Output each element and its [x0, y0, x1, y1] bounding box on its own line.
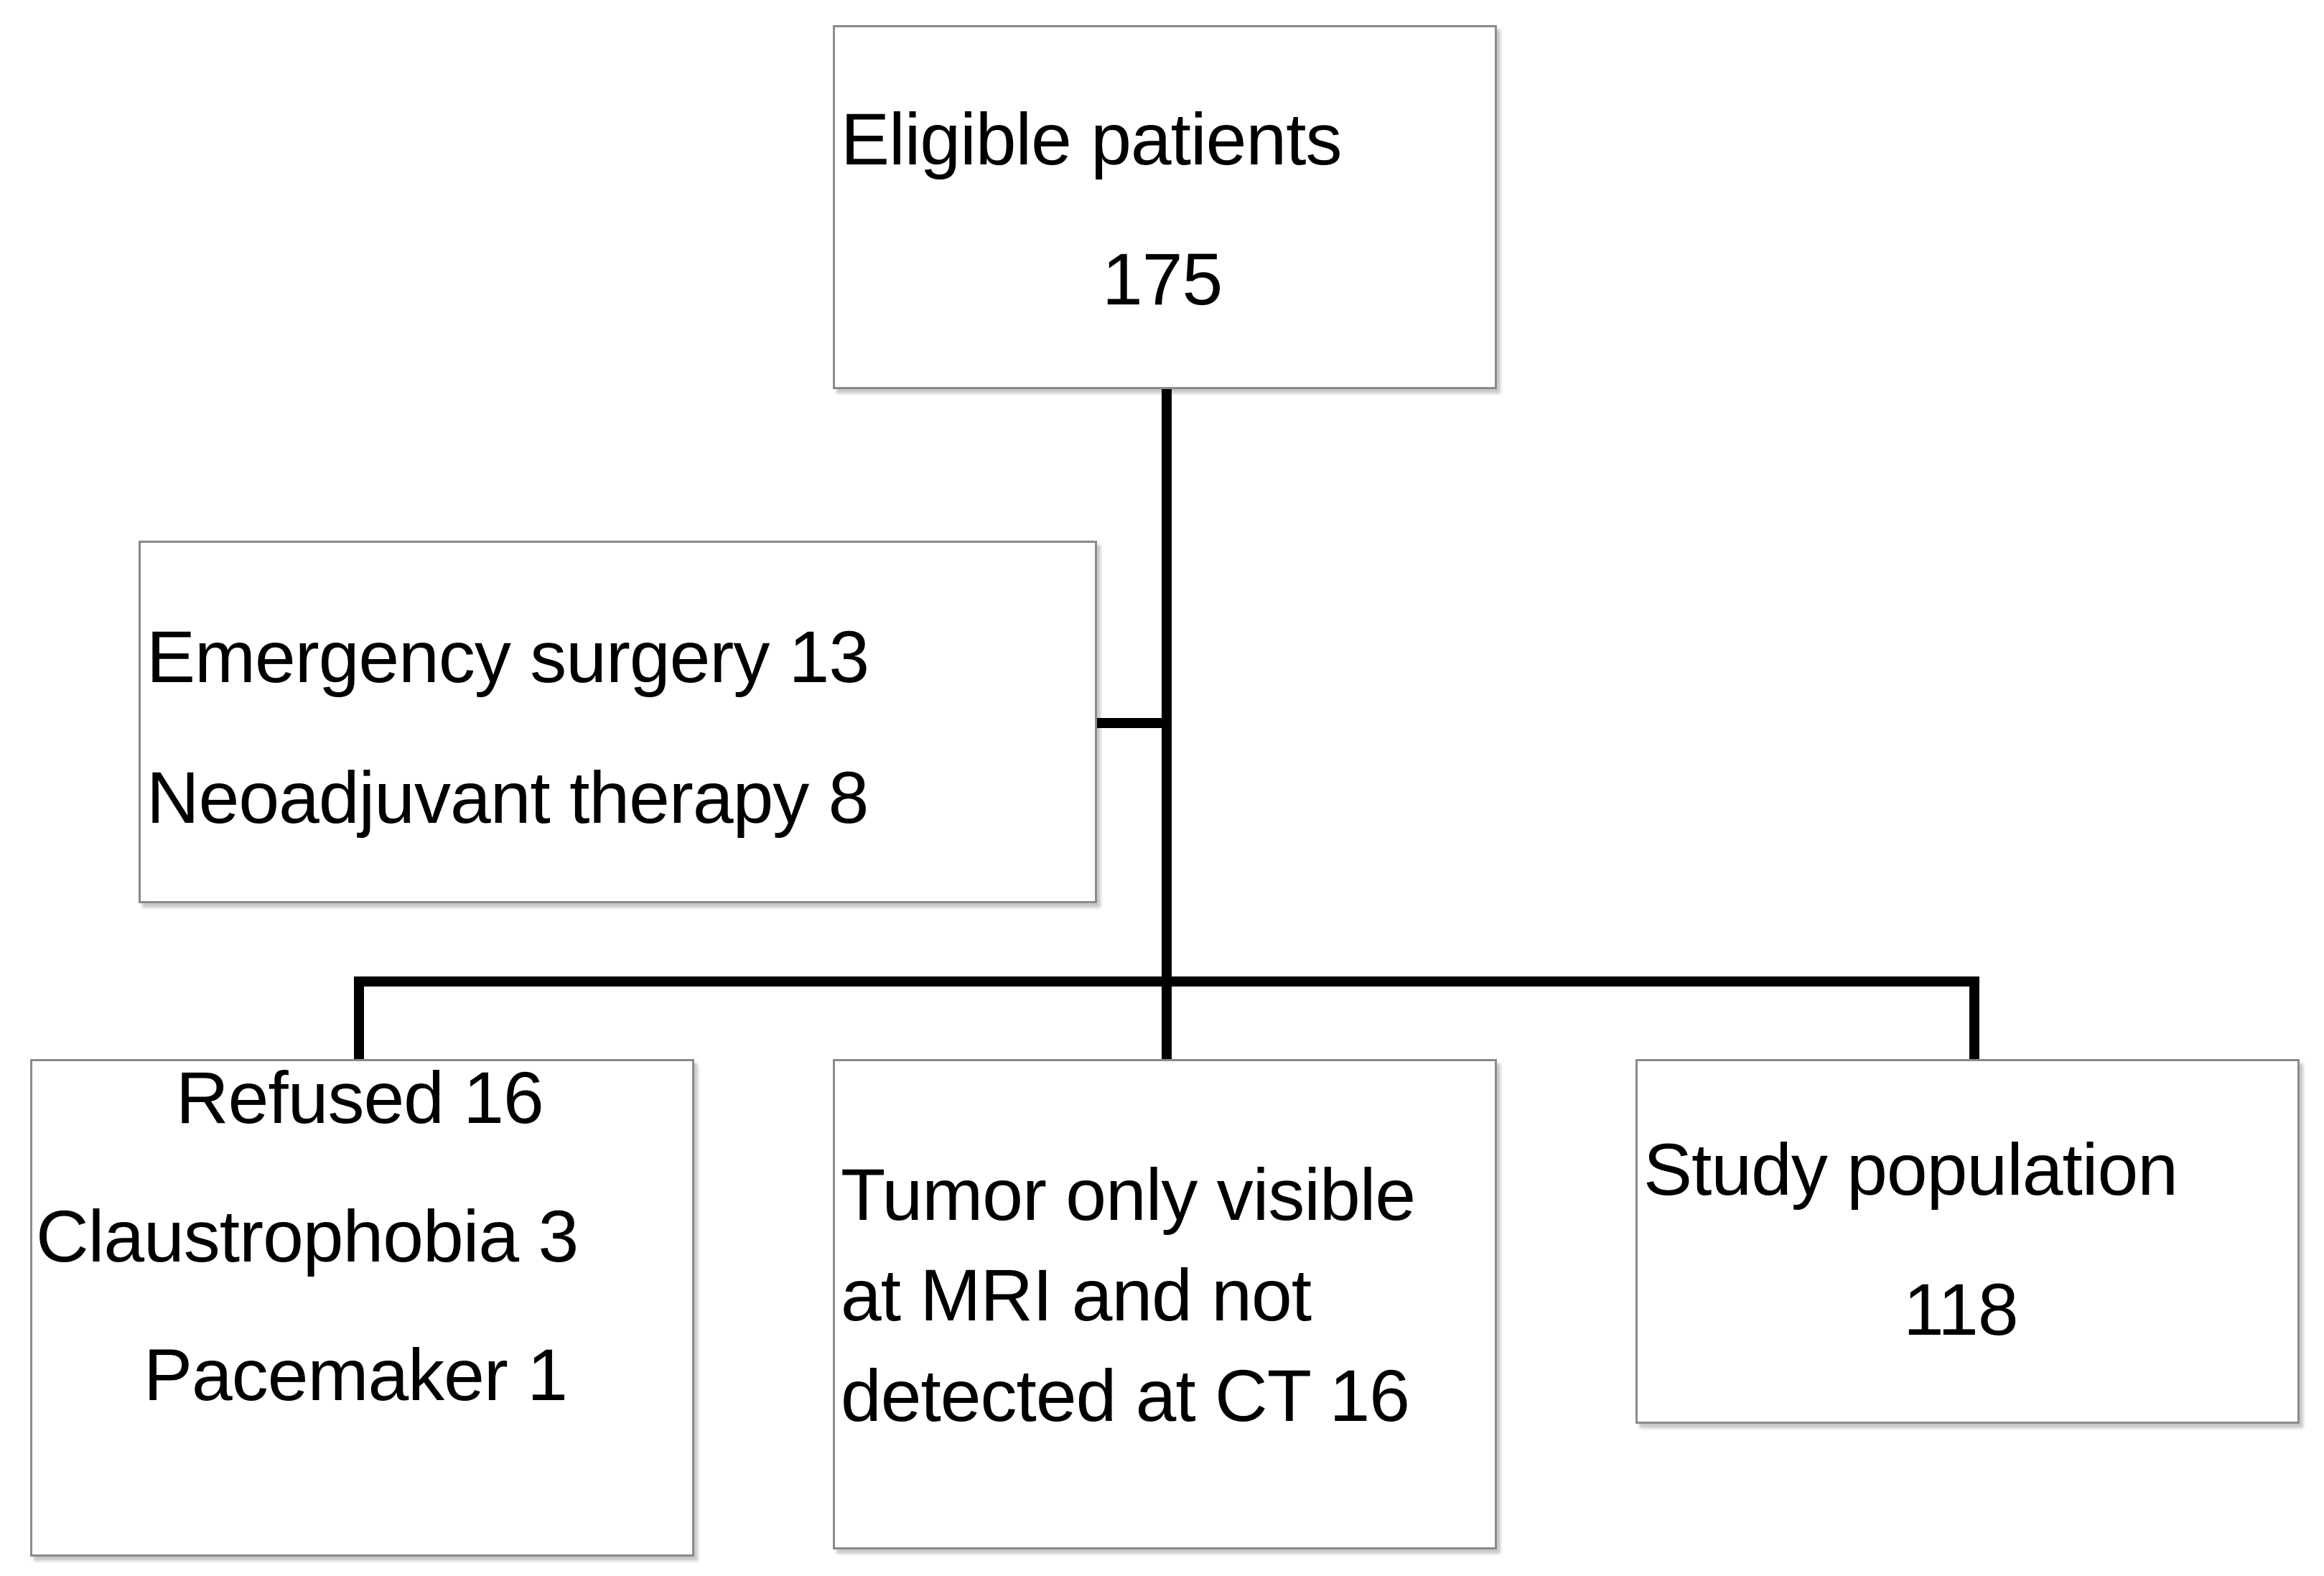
eligible-patients-box: Eligible patients 175 — [833, 25, 1497, 389]
refused-text: Refused 16 — [176, 1057, 544, 1139]
study-population-count: 118 — [1903, 1269, 2019, 1351]
study-population-box: Study population 118 — [1635, 1059, 2300, 1424]
pacemaker-text: Pacemaker 1 — [144, 1334, 568, 1416]
tumor-mri-only-box: Tumor only visible at MRI and not detect… — [833, 1059, 1497, 1549]
eligible-patients-count: 175 — [1102, 238, 1223, 320]
emergency-surgery-text: Emergency surgery 13 — [146, 616, 869, 698]
study-population-label: Study population — [1643, 1129, 2178, 1211]
tumor-mri-line-1: Tumor only visible — [841, 1154, 1416, 1236]
claustrophobia-text: Claustrophobia 3 — [36, 1195, 579, 1277]
tumor-mri-line-2: at MRI and not — [841, 1254, 1312, 1336]
other-exclusions-box: Refused 16 Claustrophobia 3 Pacemaker 1 — [30, 1059, 694, 1557]
initial-exclusions-box: Emergency surgery 13 Neoadjuvant therapy… — [139, 541, 1097, 903]
eligible-patients-label: Eligible patients — [841, 98, 1342, 180]
neoadjuvant-therapy-text: Neoadjuvant therapy 8 — [146, 757, 869, 839]
tumor-mri-line-3: detected at CT 16 — [841, 1355, 1410, 1437]
